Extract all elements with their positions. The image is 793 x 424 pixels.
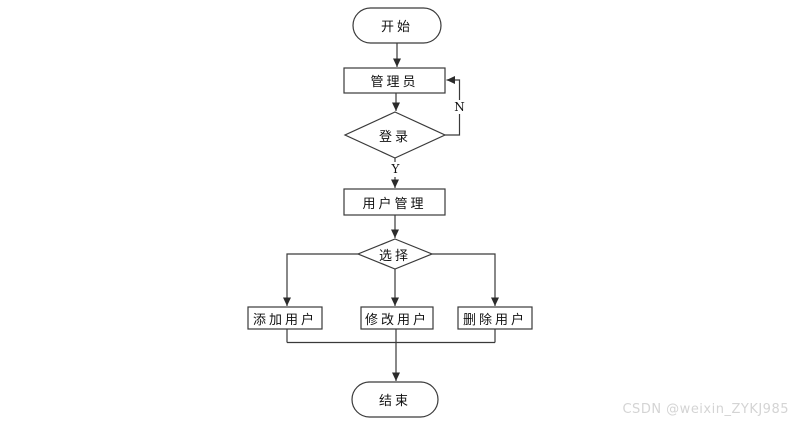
shape-modify-user-process xyxy=(360,306,434,330)
edge-label-yes: Y xyxy=(388,162,403,177)
shape-choose-decision xyxy=(356,238,434,270)
watermark-text: CSDN @weixin_ZYKJ985 xyxy=(622,402,789,417)
shape-end-terminator xyxy=(351,381,439,418)
shape-admin-process xyxy=(343,67,446,94)
edge-choose-to-delete-user xyxy=(432,253,499,306)
shape-delete-user-process xyxy=(457,306,533,330)
shape-add-user-process xyxy=(247,306,323,330)
edge-label-no: N xyxy=(452,100,467,114)
shape-usermgmt-process xyxy=(343,188,446,216)
shape-start-terminator xyxy=(352,7,442,44)
shape-login-decision xyxy=(343,111,447,159)
edge-choose-to-add-user xyxy=(283,253,358,306)
